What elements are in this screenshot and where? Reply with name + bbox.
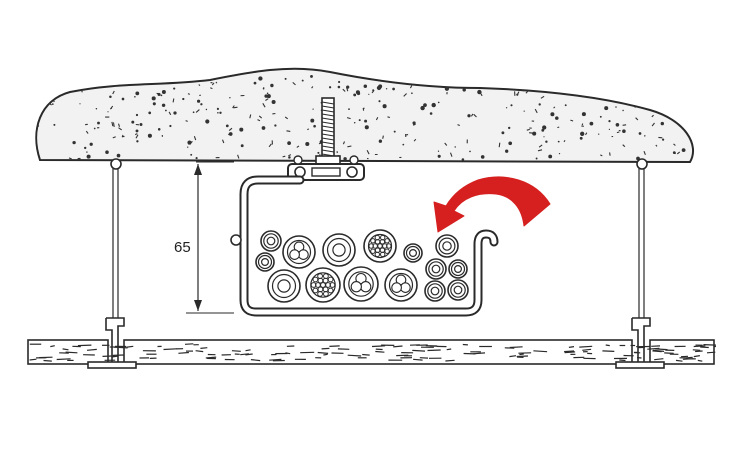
ceiling-panels — [27, 339, 716, 365]
hanger-clamp — [287, 155, 365, 181]
suspension-wire-left — [110, 158, 122, 318]
curved-arrow-icon — [433, 176, 551, 233]
dimension-label: 65 — [174, 239, 191, 256]
cable-bundle — [255, 229, 469, 303]
dimension-marker: 65 — [174, 161, 234, 314]
suspension-wire-right — [636, 158, 648, 318]
concrete-slab — [35, 67, 695, 164]
threaded-rod — [315, 97, 341, 167]
t-bar-left — [87, 317, 137, 369]
t-bar-right — [615, 317, 665, 369]
cable-tray — [230, 175, 499, 317]
